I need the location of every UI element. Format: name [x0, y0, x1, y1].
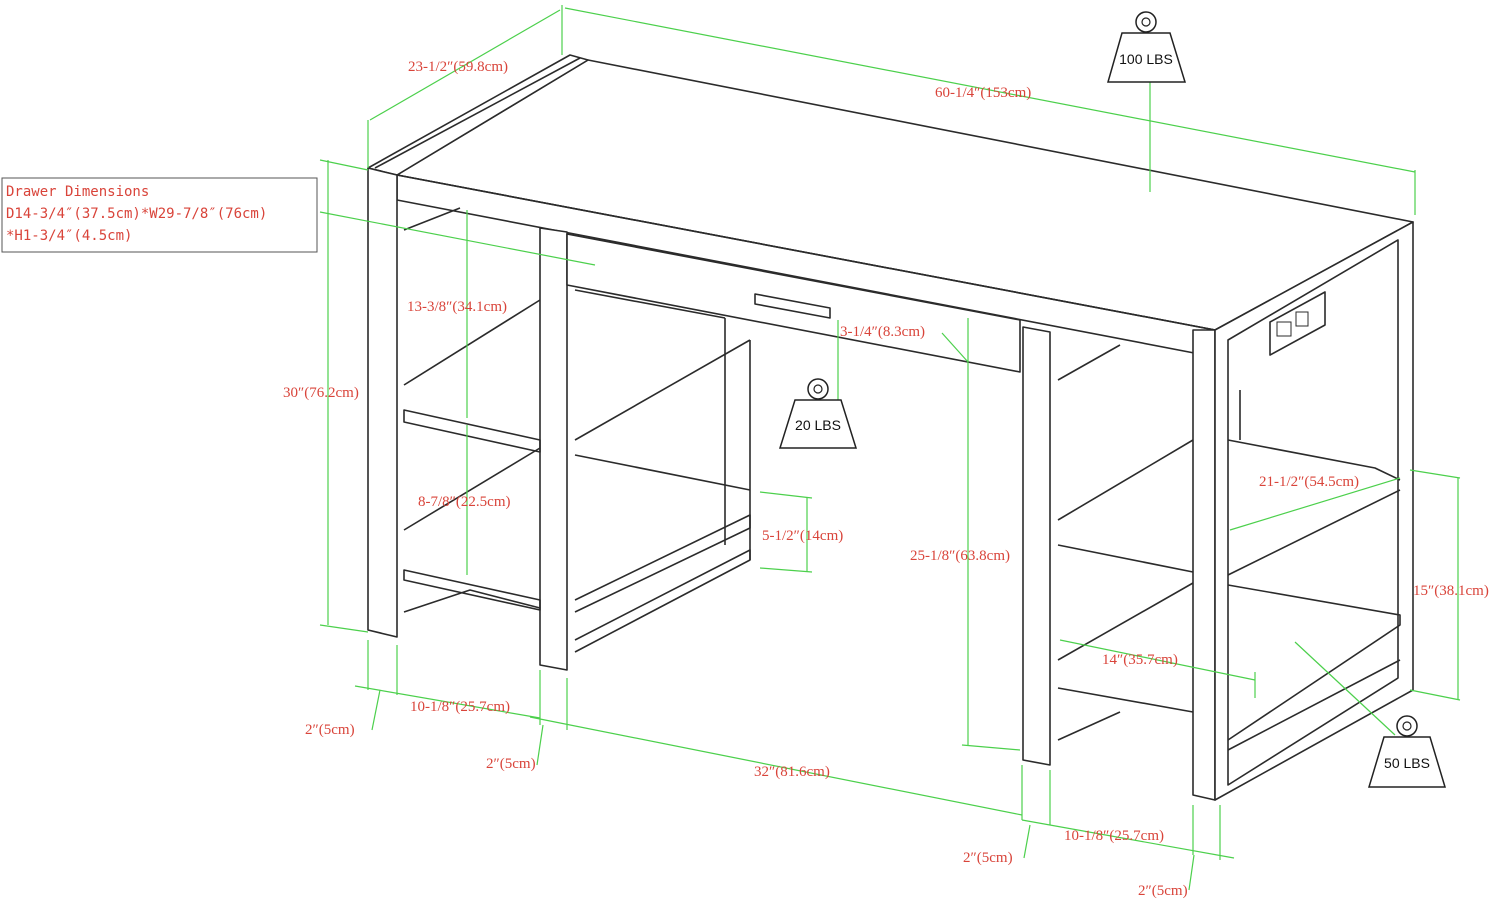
drawer-box-height: *H1-3/4″(4.5cm) — [6, 228, 132, 244]
dim-leg-left2: 2″(5cm) — [486, 756, 536, 772]
dim-depth-top: 23-1/2″(59.8cm) — [408, 59, 508, 75]
weight-icon-drawer: 20 LBS — [778, 378, 858, 449]
weight-icon-shelf: 50 LBS — [1367, 715, 1447, 788]
drawer-box-dims: D14-3/4″(37.5cm)*W29-7/8″(76cm) — [6, 206, 267, 222]
weight-icon-top: 100 LBS — [1107, 11, 1187, 83]
dim-leg-right: 2″(5cm) — [963, 850, 1013, 866]
dim-leg-right2: 2″(5cm) — [1138, 883, 1188, 899]
desk-outline — [367, 54, 1414, 801]
weight-label-top: 100 LBS — [1119, 51, 1173, 67]
drawer-dimensions-box: Drawer Dimensions D14-3/4″(37.5cm)*W29-7… — [1, 177, 318, 253]
dim-left-upper: 13-3/8″(34.1cm) — [407, 299, 507, 315]
weight-label-drawer: 20 LBS — [795, 417, 841, 433]
dim-right-shelf: 14″(35.7cm) — [1102, 652, 1178, 668]
dim-right-depth: 21-1/2″(54.5cm) — [1259, 474, 1359, 490]
dim-left-lower: 8-7/8″(22.5cm) — [418, 494, 510, 510]
dim-cabinet-right: 10-1/8″(25.7cm) — [1064, 828, 1164, 844]
dimension-lines — [319, 5, 1461, 891]
dim-leg-left: 2″(5cm) — [305, 722, 355, 738]
dim-drawer-height: 3-1/4″(8.3cm) — [840, 324, 925, 340]
drawer-box-title: Drawer Dimensions — [6, 184, 149, 200]
dim-width-top: 60-1/4″(153cm) — [935, 85, 1031, 101]
dim-right-height: 15″(38.1cm) — [1413, 583, 1489, 599]
dim-center-lower: 5-1/2″(14cm) — [762, 528, 843, 544]
dim-height: 30″(76.2cm) — [283, 385, 359, 401]
dimension-labels: 23-1/2″(59.8cm) 60-1/4″(153cm) 30″(76.2c… — [283, 59, 1489, 899]
dim-clearance: 25-1/8″(63.8cm) — [910, 548, 1010, 564]
dim-cabinet-left: 10-1/8″(25.7cm) — [410, 699, 510, 715]
dim-span: 32″(81.6cm) — [754, 764, 830, 780]
weight-label-shelf: 50 LBS — [1384, 755, 1430, 771]
